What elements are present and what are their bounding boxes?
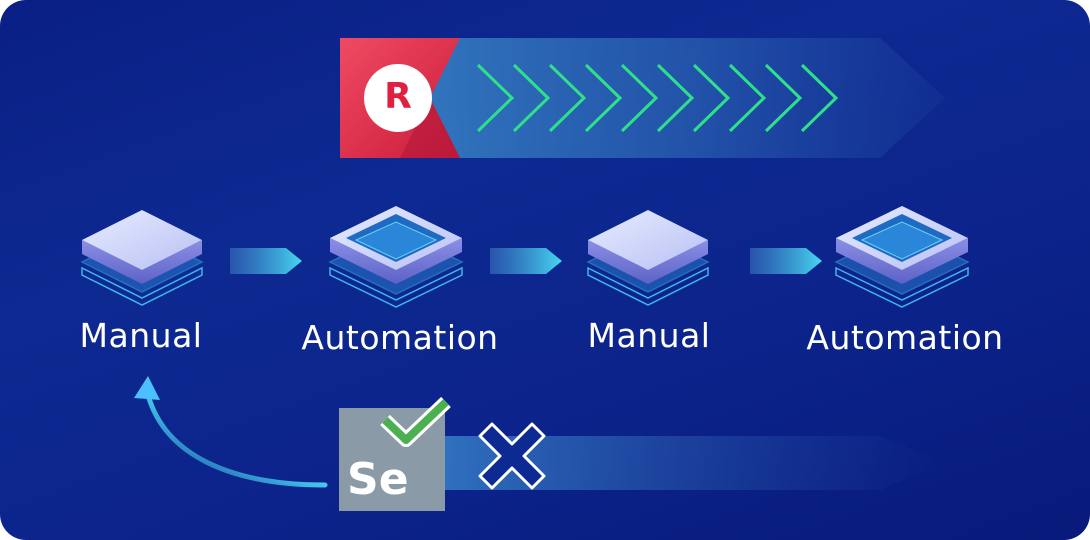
- step-label-manual-2: Manual: [587, 316, 711, 355]
- rakuten-banner: [340, 38, 945, 158]
- r-logo-icon: [364, 64, 432, 132]
- step-label-automation-1: Automation: [301, 318, 499, 357]
- layer-stack-icon: [80, 210, 204, 306]
- step-label-automation-2: Automation: [806, 318, 1004, 357]
- check-mark-icon: [380, 396, 451, 447]
- flow-arrow-icon: [230, 248, 302, 274]
- r-logo-letter: R: [384, 76, 412, 117]
- flow-arrow-icon: [750, 248, 822, 274]
- layer-stack-icon: [586, 210, 710, 306]
- selenium-trail: [438, 436, 945, 490]
- flow-arrow-icon: [490, 248, 562, 274]
- layer-stack-icon: [834, 206, 970, 308]
- step-label-manual-1: Manual: [79, 316, 203, 355]
- selenium-logo-icon: [339, 396, 451, 511]
- cross-mark-icon: [478, 422, 546, 490]
- layer-stack-icon: [328, 206, 464, 308]
- selenium-text: Se: [347, 454, 409, 505]
- return-arrow-icon: [134, 376, 328, 488]
- chevron-arrows-icon: [476, 63, 839, 133]
